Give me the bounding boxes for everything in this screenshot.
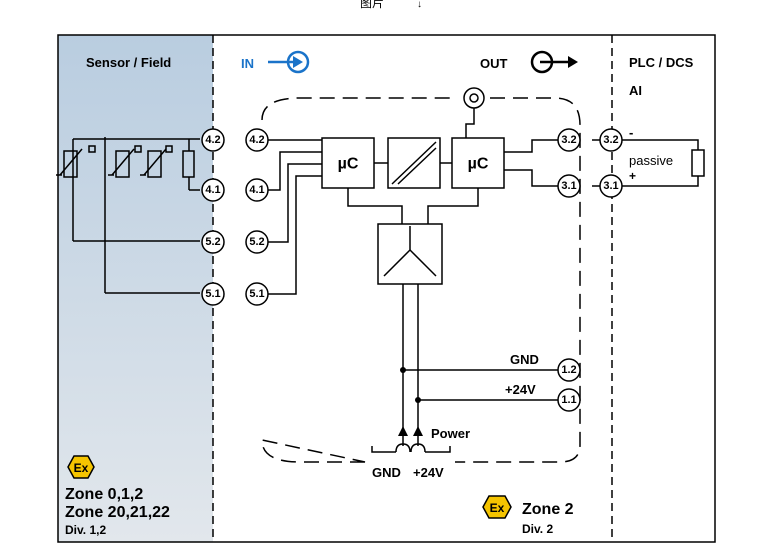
svg-text:1.2: 1.2 bbox=[561, 364, 576, 376]
top-caption: 图片 bbox=[360, 0, 384, 10]
svg-text:5.2: 5.2 bbox=[205, 236, 220, 248]
svg-text:3.2: 3.2 bbox=[603, 134, 618, 146]
terminal-in-5-2: 5.2 bbox=[245, 230, 269, 254]
svg-text:5.2: 5.2 bbox=[249, 236, 264, 248]
bus-24v-label: +24V bbox=[413, 465, 444, 480]
in-arrow-icon bbox=[268, 50, 310, 74]
zone-right-line2: Div. 2 bbox=[522, 522, 553, 536]
terminal-plc-3-1: 3.1 bbox=[599, 174, 623, 198]
svg-text:+: + bbox=[629, 169, 636, 183]
zone-right-line1: Zone 2 bbox=[522, 501, 574, 518]
svg-text:5.1: 5.1 bbox=[249, 288, 264, 300]
ex-symbol-icon-right: Ex bbox=[482, 495, 512, 519]
svg-text:4.2: 4.2 bbox=[249, 134, 264, 146]
terminal-field-4-1: 4.1 bbox=[201, 178, 225, 202]
power-wiring bbox=[371, 367, 558, 453]
svg-text:-: - bbox=[629, 125, 633, 140]
zone-left-line1: Zone 0,1,2 bbox=[65, 486, 143, 503]
mcu-left-block: µC bbox=[321, 137, 375, 189]
svg-text:4.1: 4.1 bbox=[205, 184, 220, 196]
sensor-symbols bbox=[56, 137, 200, 294]
svg-text:4.2: 4.2 bbox=[205, 134, 220, 146]
output-wiring bbox=[504, 139, 600, 187]
svg-text:3.1: 3.1 bbox=[561, 180, 576, 192]
terminal-field-5-2: 5.2 bbox=[201, 230, 225, 254]
svg-text:1.1: 1.1 bbox=[561, 394, 576, 406]
svg-text:4.1: 4.1 bbox=[249, 184, 264, 196]
galvanic-isolation-block bbox=[387, 137, 441, 189]
svg-text:3.2: 3.2 bbox=[561, 134, 576, 146]
power-supply-block bbox=[347, 188, 479, 436]
mcu-right-block: µC bbox=[451, 137, 505, 189]
terminal-power-1-1: 1.1 bbox=[557, 388, 581, 412]
terminal-in-4-2: 4.2 bbox=[245, 128, 269, 152]
status-led-icon bbox=[463, 87, 485, 138]
isolator-enclosure bbox=[261, 97, 581, 463]
svg-text:passive: passive bbox=[629, 153, 673, 168]
plus24v-label: +24V bbox=[505, 382, 536, 397]
sensor-field-header: Sensor / Field bbox=[86, 55, 171, 70]
svg-text:Ex: Ex bbox=[74, 461, 89, 475]
svg-text:3.1: 3.1 bbox=[603, 180, 618, 192]
terminal-plc-3-2: 3.2 bbox=[599, 128, 623, 152]
svg-text:µC: µC bbox=[468, 156, 489, 173]
in-header: IN bbox=[241, 56, 254, 71]
terminal-field-5-1: 5.1 bbox=[201, 282, 225, 306]
ex-symbol-icon-left: Ex bbox=[67, 455, 95, 479]
plc-load-circuit: - passive + bbox=[622, 125, 705, 187]
zone-left-line2: Zone 20,21,22 bbox=[65, 504, 170, 521]
svg-text:Ex: Ex bbox=[490, 501, 505, 515]
ai-label: AI bbox=[629, 83, 642, 98]
terminal-power-1-2: 1.2 bbox=[557, 358, 581, 382]
out-arrow-icon bbox=[530, 50, 578, 74]
terminal-field-4-2: 4.2 bbox=[201, 128, 225, 152]
input-wiring bbox=[268, 139, 322, 295]
terminal-in-4-1: 4.1 bbox=[245, 178, 269, 202]
top-caption-arrow: ↓ bbox=[417, 0, 422, 10]
svg-text:5.1: 5.1 bbox=[205, 288, 220, 300]
gnd-label: GND bbox=[510, 352, 539, 367]
terminal-out-3-2: 3.2 bbox=[557, 128, 581, 152]
out-header: OUT bbox=[480, 56, 508, 71]
zone-left-line3: Div. 1,2 bbox=[65, 523, 106, 537]
plc-dcs-header: PLC / DCS bbox=[629, 55, 694, 70]
diagram-frame bbox=[57, 34, 716, 543]
power-label: Power bbox=[431, 426, 470, 441]
terminal-out-3-1: 3.1 bbox=[557, 174, 581, 198]
svg-text:µC: µC bbox=[338, 156, 359, 173]
bus-gnd-label: GND bbox=[372, 465, 401, 480]
terminal-in-5-1: 5.1 bbox=[245, 282, 269, 306]
